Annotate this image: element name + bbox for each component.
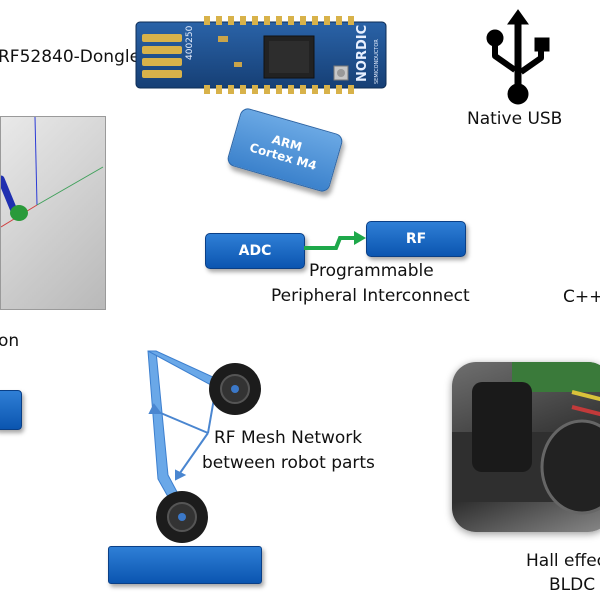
hall-label-line-1: Hall effec: [526, 551, 600, 571]
ppi-label-line-2: Peripheral Interconnect: [271, 286, 470, 306]
usb-icon: [486, 9, 550, 105]
simulation-3d-view: [0, 116, 106, 310]
simulation-label: on: [0, 331, 20, 351]
ppi-label-line-1: Programmable: [309, 261, 434, 281]
hall-label-line-2: BLDC c: [549, 575, 600, 595]
ground-block: [108, 546, 262, 584]
board-brand-sub: SEMICONDUCTOR: [374, 39, 380, 84]
upper-wheel-icon: [209, 363, 261, 415]
board-brand: NORDIC: [355, 25, 370, 82]
mesh-label-line-2: between robot parts: [202, 453, 375, 473]
rf-block: RF: [366, 221, 466, 257]
arm-cortex-block: ARM Cortex M4: [225, 106, 345, 194]
cpp-label: C++1: [563, 287, 600, 307]
bldc-motor-photo: [452, 362, 600, 532]
left-edge-block: [0, 390, 22, 430]
robot-arm-diagram: [147, 350, 261, 543]
native-usb-label: Native USB: [467, 109, 563, 129]
simulation-scene: [0, 116, 104, 228]
motor-photo-scene: [452, 362, 600, 515]
nrf52840-dongle-image: 400250 NORDIC SEMICONDUCTOR: [135, 16, 387, 94]
ppi-arrow: [304, 231, 366, 250]
dongle-label: RF52840-Dongle: [0, 47, 141, 67]
adc-block: ADC: [205, 233, 305, 269]
board-part-number: 400250: [185, 25, 195, 60]
mesh-label-line-1: RF Mesh Network: [214, 428, 363, 448]
lower-wheel-icon: [156, 491, 208, 543]
